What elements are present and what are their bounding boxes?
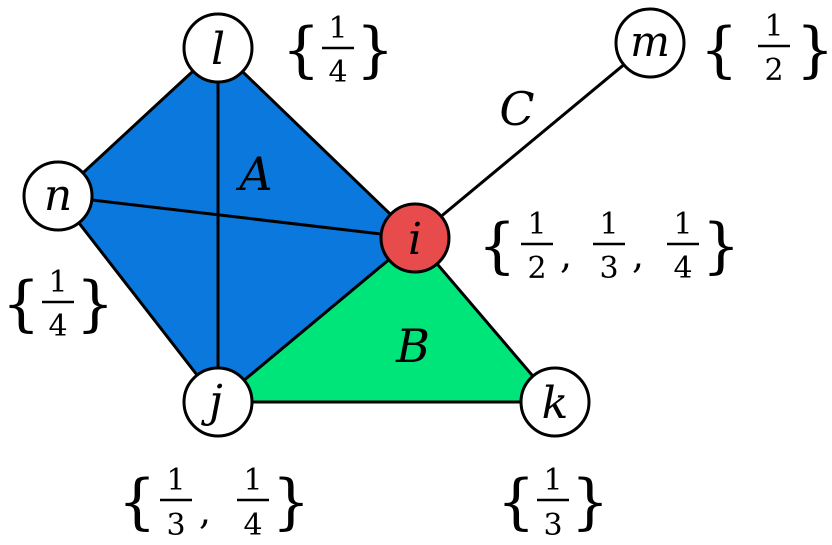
node-l-set: { 1 4 } [282,11,394,90]
set-separator: , [632,233,644,277]
hyperedge-b-region [216,236,557,404]
node-i-label: i [408,214,422,265]
set-open-brace: { [282,15,320,85]
node-k-label: k [542,378,569,429]
set-numerator: 1 [764,9,783,44]
hyperedge-c-label: C [499,82,534,136]
set-separator: , [560,233,572,277]
set-close-brace: } [356,15,394,85]
node-j: j [182,366,254,438]
set-denominator: 3 [543,508,562,543]
set-close-brace: } [272,467,310,537]
set-open-brace: { [478,211,516,281]
hyperedge-b-label: B [395,319,430,373]
set-numerator: 1 [673,207,692,242]
node-n-label: n [44,170,72,221]
set-denominator: 2 [527,251,546,286]
set-denominator: 3 [599,251,618,286]
node-i: i [379,202,451,274]
set-denominator: 4 [48,309,67,344]
set-close-brace: } [571,467,609,537]
set-open-brace: { [700,15,738,85]
set-close-brace: } [796,15,832,85]
node-m: m [614,7,686,79]
set-denominator: 4 [328,55,347,90]
node-j-set: { 1 3 , 1 4 } [118,463,310,543]
set-close-brace: } [702,211,740,281]
hyperedge-a-label: A [235,147,272,201]
node-n: n [22,160,94,232]
set-open-brace: { [118,467,156,537]
set-numerator: 1 [166,463,185,498]
node-m-label: m [630,17,670,66]
set-denominator: 4 [673,251,692,286]
set-open-brace: { [497,467,535,537]
set-numerator: 1 [527,207,546,242]
set-numerator: 1 [543,463,562,498]
set-denominator: 2 [764,53,783,88]
node-m-set: { 1 2 } [700,9,832,88]
node-k-set: { 1 3 } [497,463,609,543]
set-numerator: 1 [243,463,262,498]
node-i-set: { 1 2 , 1 3 , 1 4 } [478,207,740,286]
set-close-brace: } [76,269,114,339]
node-l-label: l [211,24,225,75]
node-l: l [182,12,254,84]
hyperedge-c-edge [414,41,651,240]
hyperedge-a-diagonal-ni [57,194,416,240]
set-open-brace: { [2,269,40,339]
set-numerator: 1 [328,11,347,46]
set-numerator: 1 [599,207,618,242]
node-k: k [519,366,591,438]
set-denominator: 3 [166,508,185,543]
set-denominator: 4 [243,508,262,543]
set-numerator: 1 [48,265,67,300]
node-n-set: { 1 4 } [2,265,114,344]
set-separator: , [199,489,211,533]
